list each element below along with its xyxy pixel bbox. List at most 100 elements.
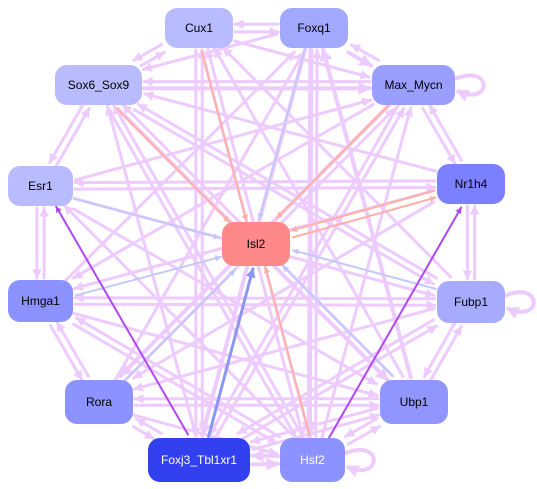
edge-Rora-to-Foxj3_Tbl1xr1 [132,425,155,441]
node-box-Foxq1[interactable] [280,8,348,48]
edge-Hsf2-to-Isl2 [263,266,311,437]
edge-Foxq1-to-Isl2 [257,48,306,221]
edge-Hsf2-to-Foxj3_Tbl1xr1 [250,449,280,463]
edges-layer [32,19,480,471]
node-label-Hmga1: Hmga1 [21,294,60,308]
edge-Ubp1-to-Fubp1 [429,325,463,381]
edge-Max_Mycn-to-Foxq1 [350,43,381,62]
node-label-Hsf2: Hsf2 [300,453,325,467]
node-Fubp1[interactable]: Fubp1 [437,281,505,323]
edge-Fubp1-to-Sox6_Sox9 [136,102,438,280]
edge-Ubp1-to-Cux1 [213,47,405,378]
edge-Sox6_Sox9-to-Isl2 [116,108,231,224]
edge-Sox6_Sox9-to-Esr1 [48,104,84,164]
node-Cux1[interactable]: Cux1 [165,8,233,48]
node-box-Max_Mycn[interactable] [372,65,455,105]
node-label-Cux1: Cux1 [185,21,213,35]
edge-Foxj3_Tbl1xr1-to-Hsf2 [250,457,280,471]
node-Foxq1[interactable]: Foxq1 [280,8,348,48]
edge-Hmga1-to-Rora [48,324,84,381]
edge-Hmga1-to-Foxq1 [64,50,296,282]
node-Foxj3_Tbl1xr1[interactable]: Foxj3_Tbl1xr1 [148,438,250,482]
edge-Max_Mycn-to-Nr1h4 [421,107,457,165]
node-label-Rora: Rora [86,395,112,409]
node-box-Cux1[interactable] [165,8,233,48]
node-box-Rora[interactable] [65,380,133,424]
edge-Cux1-to-Sox6_Sox9 [132,43,163,62]
edge-Fubp1-to-Ubp1 [422,322,456,378]
node-label-Sox6_Sox9: Sox6_Sox9 [68,78,130,92]
edge-Nr1h4-to-Rora [132,200,435,380]
edge-Rora-to-Foxq1 [114,50,306,381]
node-label-Foxj3_Tbl1xr1: Foxj3_Tbl1xr1 [161,453,237,467]
node-Ubp1[interactable]: Ubp1 [380,380,448,424]
edge-Nr1h4-to-Esr1 [73,177,437,188]
edge-Fubp1-to-Hmga1 [73,293,437,303]
edge-Fubp1-to-Isl2 [291,248,437,290]
edge-Hmga1-to-Hsf2 [72,322,278,445]
node-box-Sox6_Sox9[interactable] [55,65,142,105]
edge-Nr1h4-to-Max_Mycn [428,104,464,162]
self-loops-layer [344,73,536,478]
node-label-Fubp1: Fubp1 [454,295,488,309]
edge-Esr1-to-Sox6_Sox9 [55,107,91,167]
node-Hmga1[interactable]: Hmga1 [8,280,73,322]
self-loop-Fubp1 [504,290,536,319]
edge-Nr1h4-to-Isl2 [290,189,436,233]
node-box-Isl2[interactable] [222,222,290,266]
edge-Hsf2-to-Hmga1 [75,316,281,439]
edge-Max_Mycn-to-Isl2 [276,103,390,219]
edge-Foxq1-to-Hsf2 [301,47,318,439]
edge-Nr1h4-to-Sox6_Sox9 [143,91,438,173]
node-Isl2[interactable]: Isl2 [222,222,290,266]
self-loop-Hsf2 [344,447,376,478]
edge-Foxj3_Tbl1xr1-to-Max_Mycn [214,107,406,439]
edge-Hsf2-to-Max_Mycn [320,106,414,439]
edge-Hmga1-to-Ubp1 [72,312,379,398]
node-box-Fubp1[interactable] [437,281,505,323]
edge-Foxj3_Tbl1xr1-to-Rora [135,417,163,435]
node-box-Ubp1[interactable] [380,380,448,424]
node-Esr1[interactable]: Esr1 [8,166,73,206]
edge-Hsf2-to-Sox6_Sox9 [112,104,304,436]
edge-Hmga1-to-Fubp1 [73,300,437,310]
node-Sox6_Sox9[interactable]: Sox6_Sox9 [55,65,142,105]
edge-Ubp1-to-Isl2 [281,264,394,377]
node-Rora[interactable]: Rora [65,380,133,424]
node-box-Nr1h4[interactable] [437,164,505,204]
edge-Foxj3_Tbl1xr1-to-Ubp1 [251,412,381,451]
node-box-Esr1[interactable] [8,166,73,206]
node-label-Nr1h4: Nr1h4 [455,177,488,191]
node-Nr1h4[interactable]: Nr1h4 [437,164,505,204]
edge-Foxj3_Tbl1xr1-to-Esr1 [55,205,189,436]
edge-Sox6_Sox9-to-Fubp1 [132,108,435,286]
edge-Ubp1-to-Foxj3_Tbl1xr1 [249,406,379,445]
edge-Esr1-to-Isl2 [73,197,221,240]
edge-Rora-to-Hmga1 [55,321,90,378]
edge-Fubp1-to-Rora [132,307,436,392]
edge-Esr1-to-Ubp1 [72,207,378,386]
edge-Max_Mycn-to-Foxj3_Tbl1xr1 [208,104,400,436]
node-box-Hmga1[interactable] [8,280,73,322]
node-Hsf2[interactable]: Hsf2 [280,438,345,482]
edge-Isl2-to-Nr1h4 [291,195,437,239]
edge-Esr1-to-Nr1h4 [73,182,437,193]
edge-Rora-to-Isl2 [124,269,236,382]
edge-Foxq1-to-Max_Mycn [346,50,374,68]
node-Max_Mycn[interactable]: Max_Mycn [372,65,455,105]
node-box-Hsf2[interactable] [280,438,345,482]
edge-Cux1-to-Isl2 [200,49,249,222]
node-label-Isl2: Isl2 [247,237,266,251]
edge-Foxj3_Tbl1xr1-to-Isl2 [207,267,256,439]
node-label-Foxq1: Foxq1 [297,21,331,35]
edge-Rora-to-Hsf2 [132,413,279,457]
node-label-Max_Mycn: Max_Mycn [384,78,442,92]
node-label-Esr1: Esr1 [28,179,53,193]
edge-Hsf2-to-Nr1h4 [328,206,463,439]
node-box-Foxj3_Tbl1xr1[interactable] [148,438,250,482]
edge-Hsf2-to-Ubp1 [347,424,381,446]
edge-Hsf2-to-Esr1 [63,204,293,436]
